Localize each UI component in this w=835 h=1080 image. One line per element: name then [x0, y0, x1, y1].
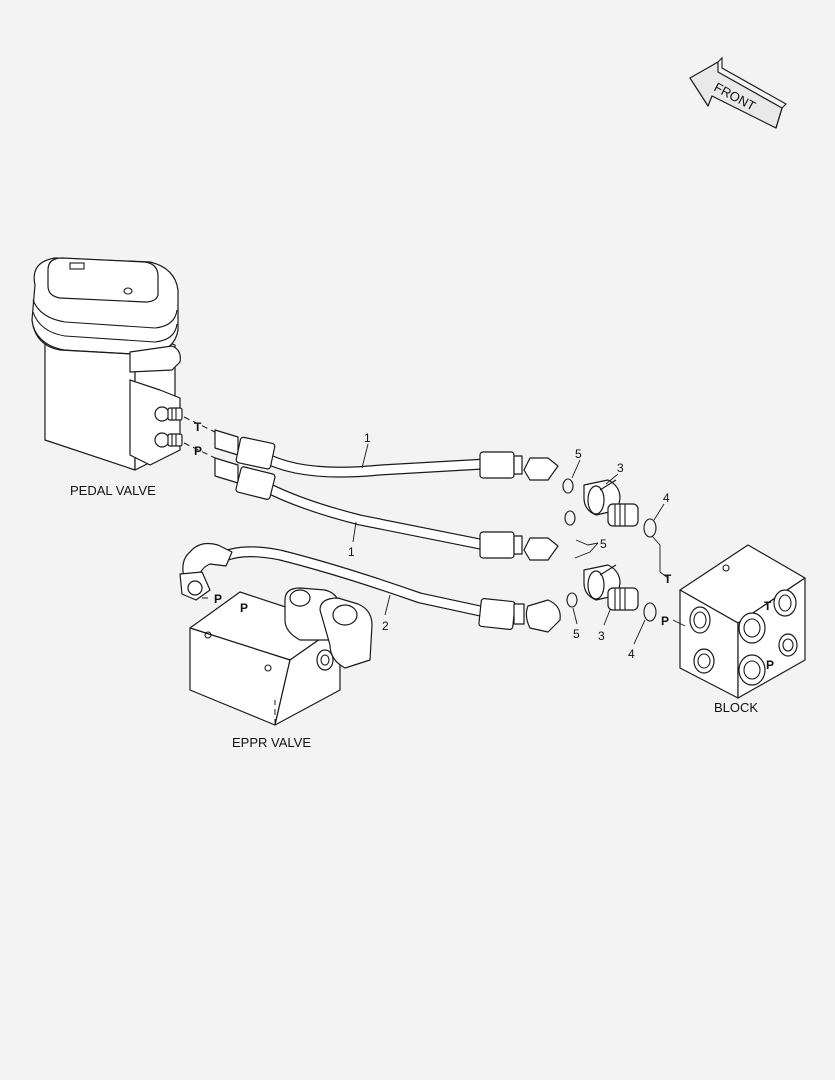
pedal-port-t-label: T [194, 420, 202, 434]
callout-o-ring-lower: 4 [628, 647, 635, 661]
seal-upper [562, 478, 574, 494]
callout-seal-upper: 5 [575, 447, 582, 461]
pedal-valve-label: PEDAL VALVE [70, 483, 156, 498]
block-face-t-label: T [764, 599, 772, 613]
eppr-port-p-label-2: P [240, 601, 248, 615]
pedal-valve: PEDAL VALVE T P [31, 257, 216, 498]
hose-upper [214, 429, 559, 481]
block-port-t-lead-label: T [664, 572, 672, 586]
front-direction-arrow: FRONT [689, 56, 787, 129]
eppr-valve-label: EPPR VALVE [232, 735, 311, 750]
callout-tee-upper: 3 [617, 461, 624, 475]
tee-fitting-lower [583, 564, 639, 611]
callout-seal-mid: 5 [600, 537, 607, 551]
callout-hose-eppr: 2 [382, 619, 389, 633]
seal-mid [564, 510, 576, 526]
tee-fitting-upper [583, 479, 639, 527]
callout-hose-upper: 1 [364, 431, 371, 445]
callout-hose-lower: 1 [348, 545, 355, 559]
pedal-valve-port-p [154, 432, 183, 448]
manifold-block: T P BLOCK [679, 544, 806, 715]
eppr-valve: EPPR VALVE P P [189, 587, 373, 750]
callout-tee-lower: 3 [598, 629, 605, 643]
seal-lower [566, 592, 578, 608]
o-ring-lower [643, 602, 657, 622]
hose-lower [214, 457, 559, 561]
hose-eppr [179, 542, 561, 633]
block-label: BLOCK [714, 700, 758, 715]
pedal-port-p-label: P [194, 444, 202, 458]
block-face-p-label: P [766, 658, 774, 672]
block-port-p-lead-label: P [661, 614, 669, 628]
callout-o-ring-upper: 4 [663, 491, 670, 505]
eppr-port-p-label-1: P [214, 592, 222, 606]
callout-seal-lower: 5 [573, 627, 580, 641]
pedal-valve-port-t [154, 406, 183, 422]
o-ring-upper [643, 518, 657, 538]
